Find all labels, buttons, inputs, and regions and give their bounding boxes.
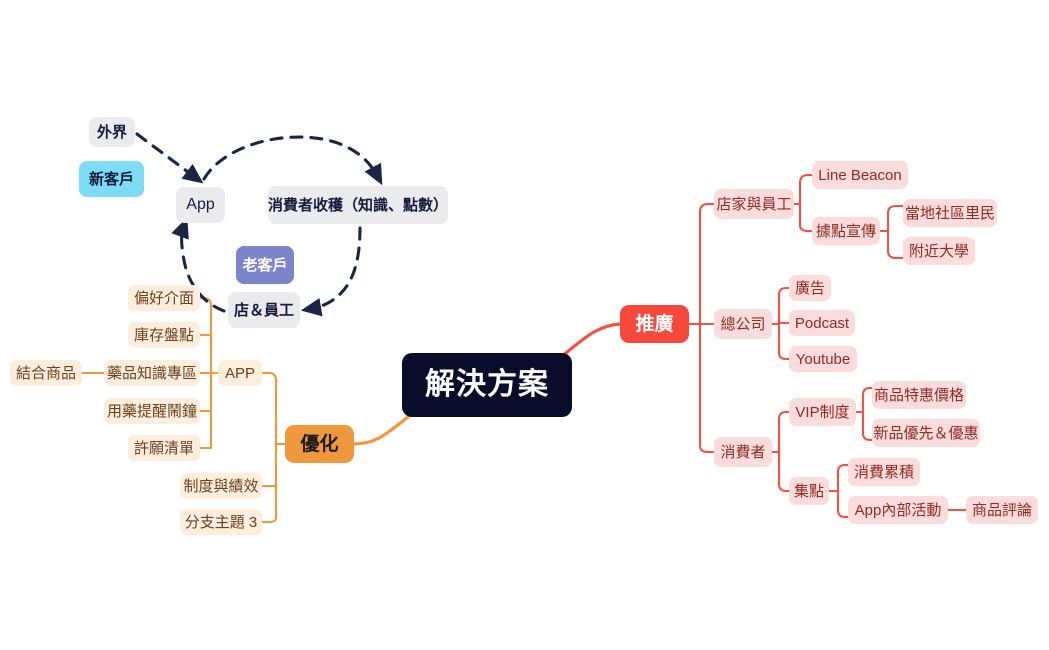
node-label: App (186, 196, 215, 213)
node-label: 集點 (793, 482, 824, 500)
arrow-gain-to-store (300, 226, 362, 317)
node-label: App內部活動 (854, 501, 942, 519)
node-wish-list[interactable]: 許願清單 (128, 435, 200, 461)
node-store-and-employee[interactable]: 店＆員工 (228, 292, 300, 328)
node-youtube[interactable]: Youtube (789, 346, 857, 372)
edge-root-to-optimize (352, 412, 414, 446)
node-label: 總公司 (720, 315, 766, 333)
node-medication-reminder-alarm[interactable]: 用藥提醒鬧鐘 (104, 398, 200, 424)
node-label: 藥品知識專區 (106, 364, 197, 382)
node-label: 據點宣傳 (815, 222, 876, 240)
node-label: 消費者 (720, 443, 766, 461)
node-spending-accumulation[interactable]: 消費累積 (848, 458, 920, 486)
node-label: 外界 (96, 123, 127, 141)
node-advertising[interactable]: 廣告 (789, 275, 831, 301)
node-loyalty-points[interactable]: 集點 (789, 477, 829, 505)
node-label: 店家與員工 (716, 195, 792, 213)
node-location-promo[interactable]: 據點宣傳 (812, 217, 880, 245)
node-product-special-price[interactable]: 商品特惠價格 (872, 381, 966, 409)
node-label: 當地社區里民 (904, 204, 995, 222)
node-label: Line Beacon (818, 166, 902, 184)
node-label: 老客戶 (242, 256, 288, 274)
node-label: 制度與績效 (183, 477, 259, 495)
node-system-and-performance[interactable]: 制度與績效 (180, 473, 262, 499)
node-app-internal-event[interactable]: App內部活動 (848, 496, 948, 524)
node-headquarters[interactable]: 總公司 (714, 309, 772, 339)
node-new-customer[interactable]: 新客戶 (79, 161, 144, 197)
node-nearby-university[interactable]: 附近大學 (903, 237, 975, 265)
node-app[interactable]: App (176, 187, 225, 223)
node-consumer[interactable]: 消費者 (714, 437, 772, 467)
node-label: APP (224, 364, 255, 382)
arrow-app-to-gain (202, 135, 383, 186)
node-label: 偏好介面 (133, 289, 194, 307)
node-label: 用藥提醒鬧鐘 (106, 402, 197, 420)
arrow-external-to-app (135, 132, 204, 184)
node-new-product-priority[interactable]: 新品優先＆優惠 (872, 419, 980, 447)
node-podcast[interactable]: Podcast (789, 310, 855, 336)
node-label: 消費累積 (853, 463, 914, 481)
node-local-residents[interactable]: 當地社區里民 (903, 199, 997, 227)
node-external-world[interactable]: 外界 (89, 117, 135, 147)
root-label: 解決方案 (425, 368, 549, 401)
node-store-and-staff[interactable]: 店家與員工 (714, 189, 794, 219)
root-node[interactable]: 解決方案 (402, 353, 572, 417)
node-label: 新品優先＆優惠 (873, 424, 979, 442)
node-preferred-interface[interactable]: 偏好介面 (128, 285, 200, 311)
node-label: 庫存盤點 (133, 326, 194, 344)
node-label: 附近大學 (908, 242, 969, 260)
branch-label-promotion: 推廣 (635, 313, 674, 335)
node-label: 消費者收穫（知識、點數） (268, 196, 449, 214)
node-label: 商品特惠價格 (873, 386, 964, 404)
node-label: 新客戶 (88, 170, 134, 188)
node-label: 分支主題 3 (184, 513, 258, 531)
node-vip-program[interactable]: VIP制度 (789, 398, 856, 426)
node-label: 許願清單 (133, 439, 194, 457)
node-label: 商品評論 (971, 501, 1032, 519)
branch-node-optimize[interactable]: 優化 (285, 425, 354, 463)
node-app-feature[interactable]: APP (218, 360, 262, 386)
node-inventory-check[interactable]: 庫存盤點 (128, 322, 200, 348)
branch-label-optimize: 優化 (300, 433, 339, 455)
node-label: VIP制度 (795, 403, 850, 421)
node-label: 廣告 (794, 279, 825, 297)
edge-root-to-promotion (560, 322, 622, 358)
node-consumer-gain[interactable]: 消費者收穫（知識、點數） (268, 186, 448, 224)
node-label: 結合商品 (15, 364, 76, 382)
node-label: 店＆員工 (233, 301, 294, 319)
node-line-beacon[interactable]: Line Beacon (812, 161, 908, 189)
node-returning-customer[interactable]: 老客戶 (236, 246, 294, 284)
node-medicine-knowledge-zone[interactable]: 藥品知識專區 (104, 360, 200, 386)
node-product-review[interactable]: 商品評論 (966, 496, 1038, 524)
node-combined-products[interactable]: 結合商品 (10, 360, 82, 386)
branch-node-promotion[interactable]: 推廣 (620, 305, 689, 343)
node-sub-topic-3[interactable]: 分支主題 3 (180, 509, 262, 535)
node-label: Podcast (794, 314, 850, 332)
node-label: Youtube (795, 350, 851, 368)
